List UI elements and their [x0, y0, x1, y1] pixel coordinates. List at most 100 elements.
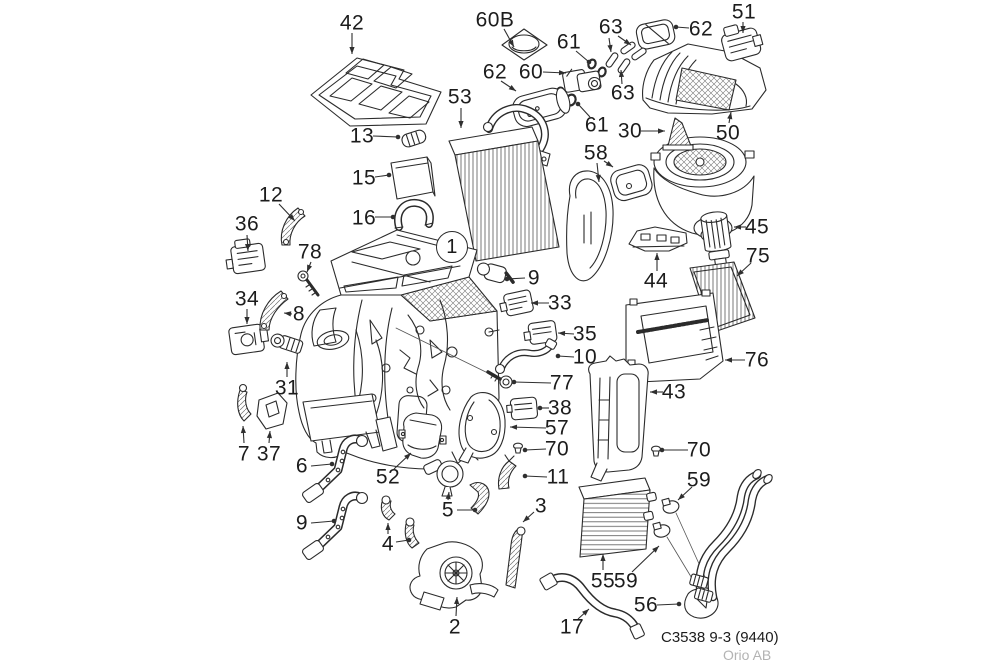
callout-3: 3: [534, 494, 548, 518]
callout-70: 70: [686, 438, 712, 462]
callout-63: 63: [598, 15, 624, 39]
part-1-main-housing: [295, 229, 500, 471]
part-78-screw: [297, 270, 320, 297]
figure-code: C3538 9-3 (9440): [661, 629, 779, 646]
callout-63: 63: [610, 81, 636, 105]
callout-30: 30: [617, 119, 643, 143]
part-43-side-panel: [588, 355, 649, 482]
part-62-pad-left: [512, 87, 571, 128]
callout-35: 35: [572, 322, 598, 346]
callout-10: 10: [572, 345, 598, 369]
part-33-actuator: [499, 289, 534, 317]
callout-1: 1: [436, 231, 468, 263]
callout-52: 52: [375, 465, 401, 489]
callout-17: 17: [559, 615, 585, 639]
callout-78: 78: [297, 240, 323, 264]
part-63-pins: [605, 41, 647, 74]
callout-61: 61: [584, 113, 610, 137]
callout-70: 70: [544, 437, 570, 461]
callout-62: 62: [688, 17, 714, 41]
part-44-bracket: [628, 226, 688, 252]
part-70-clips: [512, 442, 662, 457]
part-9-sensor: [476, 262, 515, 284]
callout-62: 62: [482, 60, 508, 84]
part-16-hose-clip: [394, 198, 434, 231]
callout-75: 75: [745, 244, 771, 268]
callout-50: 50: [715, 121, 741, 145]
callout-7: 7: [237, 442, 251, 466]
part-52-actuator: [398, 412, 447, 459]
callout-45: 45: [744, 215, 770, 239]
callout-36: 36: [234, 212, 260, 236]
callout-60B: 60B: [475, 8, 515, 32]
part-77-screw: [486, 370, 513, 389]
part-45-blower-resistor: [700, 211, 732, 266]
callout-4: 4: [381, 532, 395, 556]
part-3-lever: [505, 526, 526, 589]
callout-12: 12: [258, 183, 284, 207]
heater-pipes: [689, 469, 773, 603]
callout-9: 9: [527, 266, 541, 290]
part-62-pad-right: [635, 19, 676, 50]
part-76-filter-frame: [625, 289, 724, 383]
callout-15: 15: [351, 166, 377, 190]
callout-11: 11: [546, 465, 570, 489]
part-12-link: [280, 207, 306, 246]
part-15-foam-pad: [390, 156, 436, 200]
part-7-hook: [237, 383, 252, 422]
part-17-hose: [539, 572, 645, 640]
callout-53: 53: [447, 85, 473, 109]
callout-43: 43: [661, 380, 687, 404]
callout-2: 2: [448, 615, 462, 639]
part-34-actuator: [228, 323, 270, 356]
part-58-insulation-pads: [566, 164, 653, 282]
part-57-duct: [458, 392, 506, 464]
leader-lines: [240, 22, 752, 620]
part-30-bracket: [662, 117, 694, 151]
callout-13: 13: [349, 124, 375, 148]
part-42-seal-frame: [310, 57, 442, 127]
callout-9: 9: [295, 511, 309, 535]
callout-57: 57: [544, 416, 570, 440]
callout-16: 16: [351, 206, 377, 230]
part-8-link: [259, 290, 289, 331]
part-60b-grommet: [501, 28, 548, 61]
callout-38: 38: [547, 396, 573, 420]
part-60-expansion-valve: [562, 68, 602, 93]
part-51-actuator: [721, 24, 764, 62]
part-55-heater-core: [578, 477, 657, 558]
part-59-clamps: [652, 497, 706, 591]
part-5-actuator: [423, 459, 490, 515]
part-53-evaporator: [448, 104, 560, 262]
callout-60: 60: [518, 60, 544, 84]
part-13-clip: [401, 129, 427, 148]
callout-61: 61: [556, 30, 582, 54]
callout-6: 6: [295, 454, 309, 478]
callout-55: 55: [590, 569, 616, 593]
part-37-bracket: [256, 392, 288, 430]
callout-51: 51: [731, 0, 757, 24]
callout-44: 44: [643, 269, 669, 293]
callout-37: 37: [256, 442, 282, 466]
callout-76: 76: [744, 348, 770, 372]
callout-5: 5: [441, 498, 455, 522]
part-6-arm: [301, 434, 369, 504]
part-11-lever: [497, 454, 517, 490]
callout-59: 59: [686, 468, 712, 492]
callout-8: 8: [292, 302, 306, 326]
callout-77: 77: [549, 371, 575, 395]
part-10-link: [494, 338, 558, 375]
callout-59: 59: [613, 569, 639, 593]
callout-58: 58: [583, 141, 609, 165]
callout-33: 33: [547, 291, 573, 315]
callout-42: 42: [339, 11, 365, 35]
publisher: Orio AB: [723, 647, 772, 663]
part-9-arm: [301, 491, 369, 561]
callout-34: 34: [234, 287, 260, 311]
callout-31: 31: [274, 376, 300, 400]
part-38-actuator: [506, 396, 539, 421]
callout-56: 56: [633, 593, 659, 617]
